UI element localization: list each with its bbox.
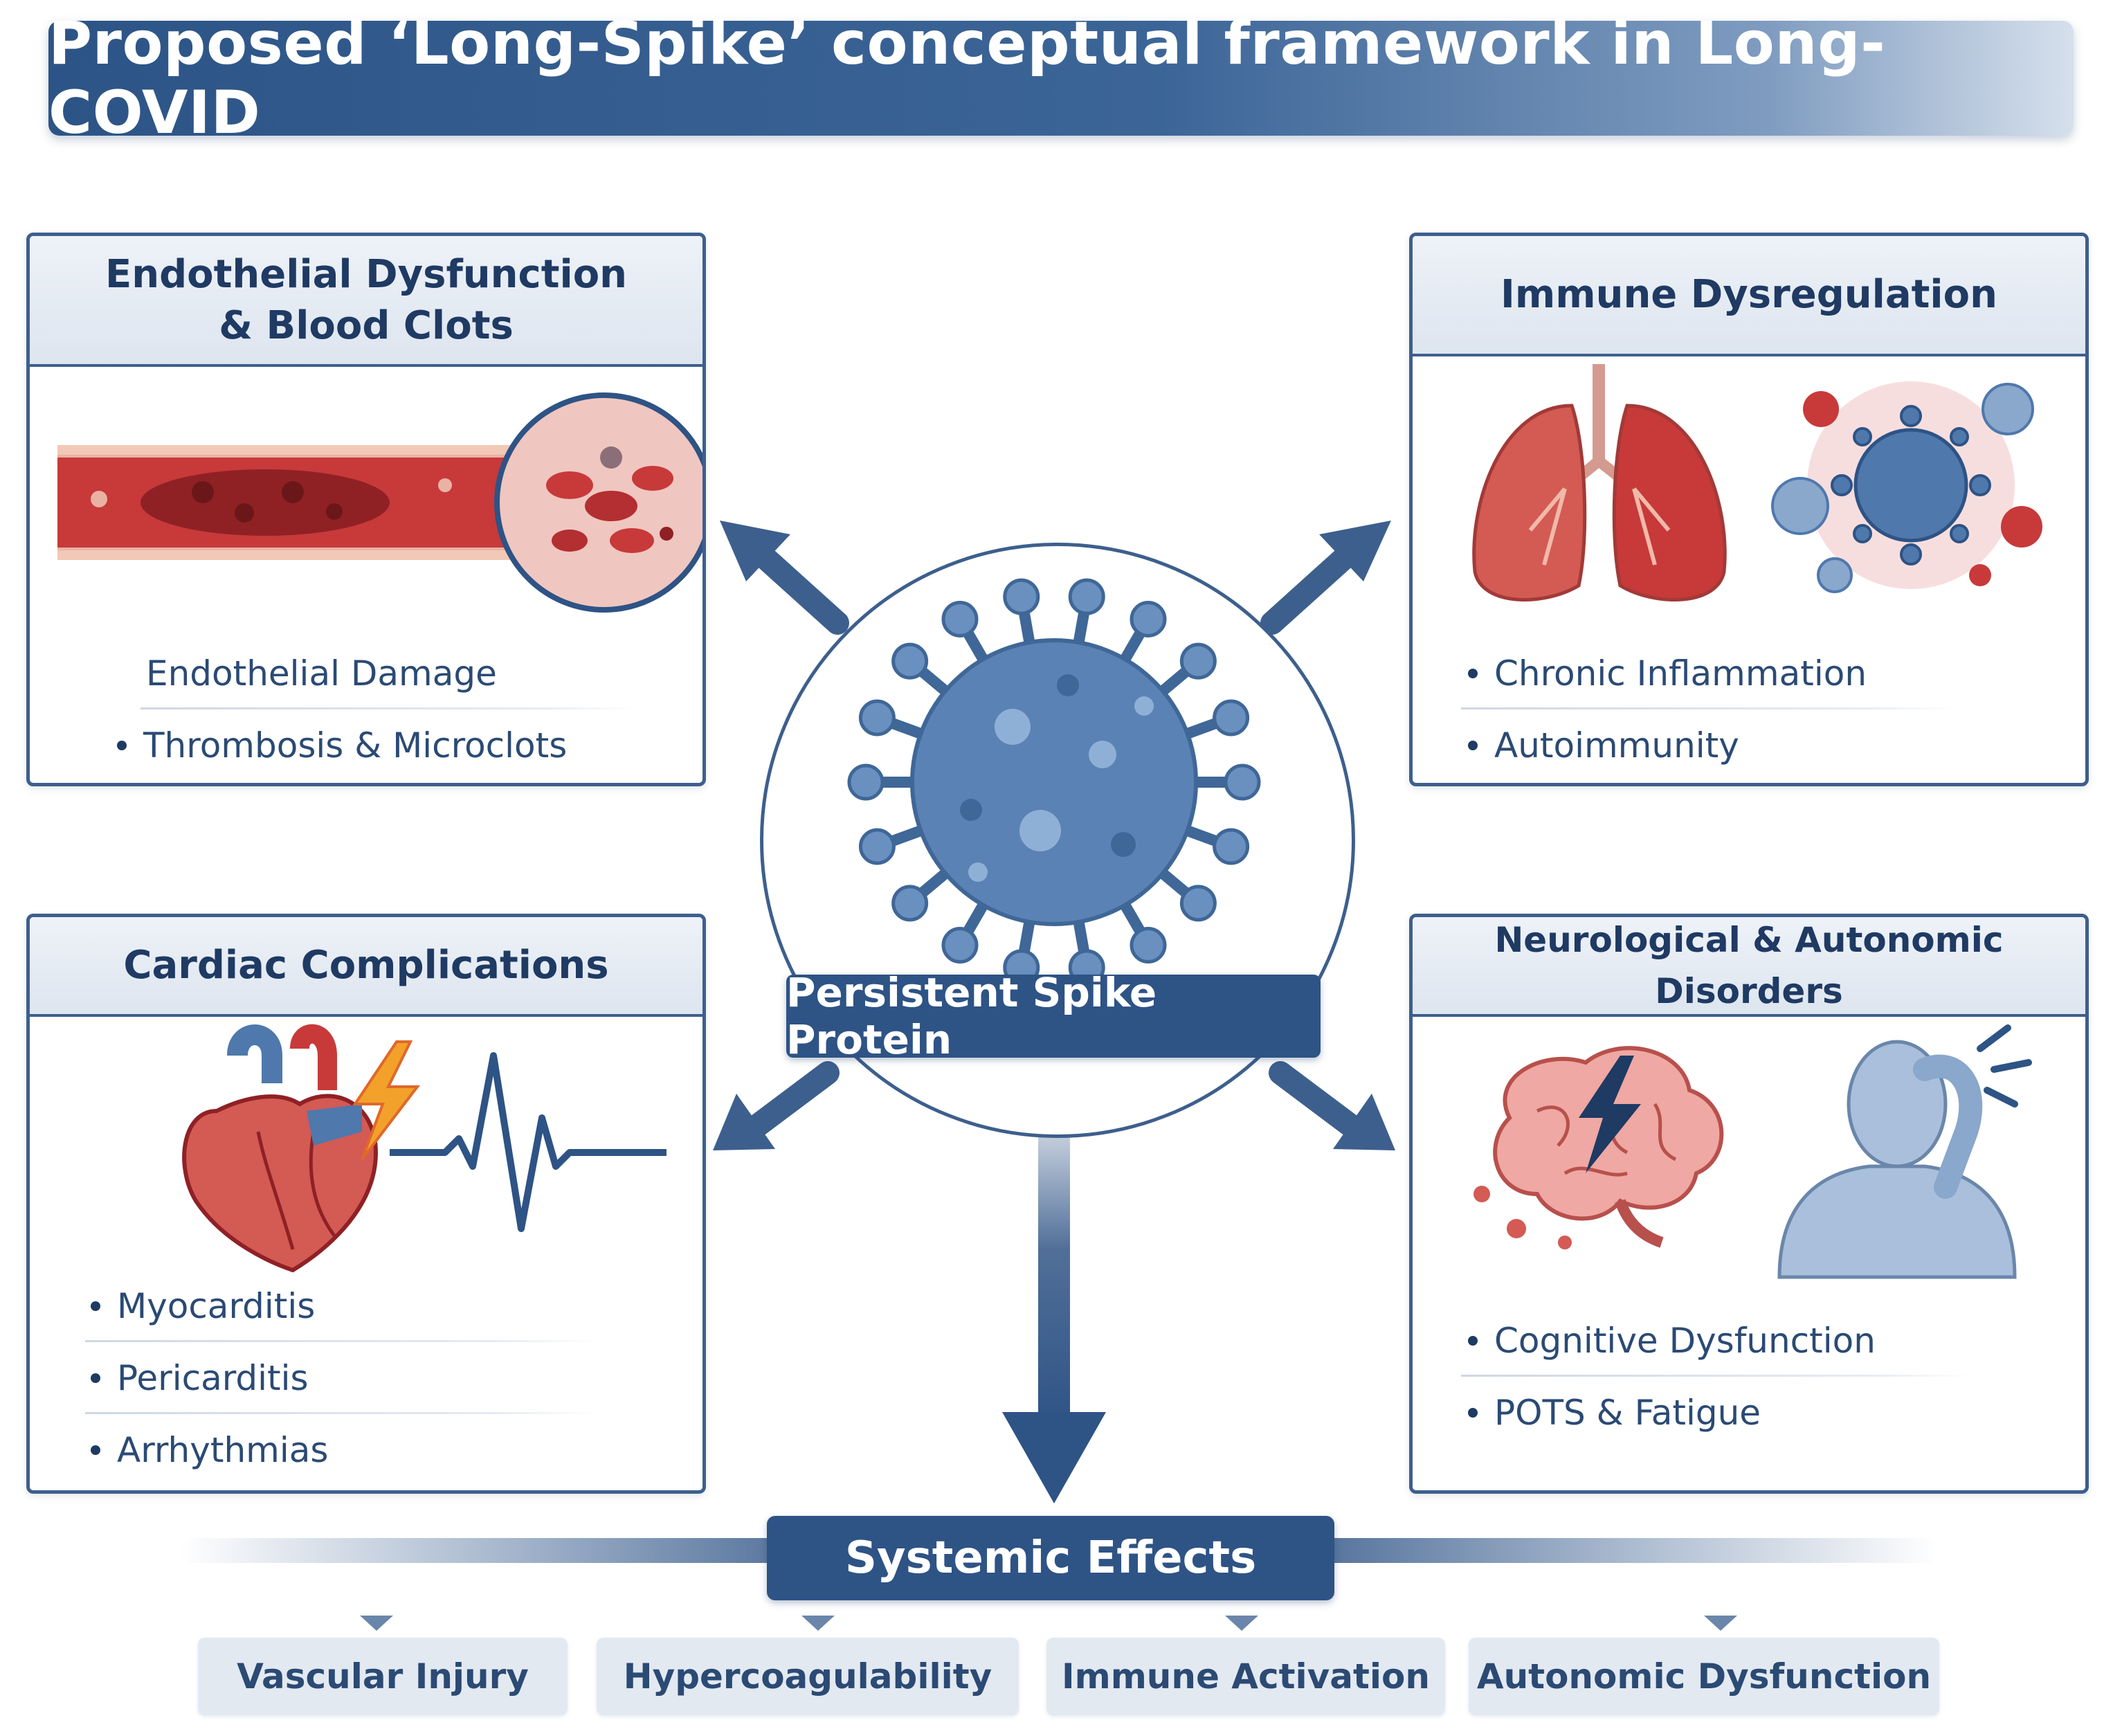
panel-neuro-title: Neurological & Autonomic Disorders xyxy=(1494,920,2004,1011)
arrow-to-endothelial xyxy=(720,521,849,635)
panel-immune: Immune Dysregulation xyxy=(1409,233,2089,786)
arrow-to-cardiac xyxy=(713,1061,840,1150)
arrow-to-immune xyxy=(1260,521,1391,635)
panel-immune-title: Immune Dysregulation xyxy=(1500,272,1997,317)
chevron-down-icon xyxy=(801,1616,835,1631)
divider xyxy=(85,1412,597,1414)
list-item-text: Chronic Inflammation xyxy=(1494,653,1867,694)
panel-endothelial-list: Endothelial Damage Thrombosis & Microclo… xyxy=(30,638,702,781)
arrow-to-neuro xyxy=(1269,1061,1395,1150)
list-item: Arrhythmias xyxy=(30,1414,702,1486)
panel-cardiac-list: Myocarditis Pericarditis Arrhythmias xyxy=(30,1270,702,1486)
list-item: Pericarditis xyxy=(30,1342,702,1414)
list-item-text: Endothelial Damage xyxy=(146,653,497,694)
lungs-icon xyxy=(1472,364,1727,602)
panel-endothelial: Endothelial Dysfunction & Blood Clots xyxy=(26,233,706,786)
list-item: Cognitive Dysfunction xyxy=(1413,1305,2085,1377)
bullet-icon xyxy=(117,741,127,750)
ecg-icon xyxy=(390,1052,666,1232)
list-item-text: Arrhythmias xyxy=(117,1430,329,1470)
list-item-text: Myocarditis xyxy=(117,1286,316,1326)
chevron-down-icon xyxy=(1225,1616,1258,1631)
systemic-effects-label: Systemic Effects xyxy=(767,1516,1334,1600)
bullet-icon xyxy=(91,1301,100,1311)
title-banner: Proposed ‘Long-Spike’ conceptual framewo… xyxy=(48,9,2074,147)
list-item: POTS & Fatigue xyxy=(1413,1377,2085,1449)
panel-endothelial-title: Endothelial Dysfunction & Blood Clots xyxy=(105,249,627,352)
list-item: Autoimmunity xyxy=(1413,709,2085,781)
panel-immune-header: Immune Dysregulation xyxy=(1413,236,2085,356)
list-item-text: Cognitive Dysfunction xyxy=(1494,1321,1876,1361)
bullet-icon xyxy=(91,1373,100,1383)
bullet-icon xyxy=(1468,741,1478,750)
headache-person-icon xyxy=(1777,1024,2032,1279)
effect-hypercoagulability: Hypercoagulability xyxy=(597,1638,1019,1715)
panel-cardiac-title: Cardiac Complications xyxy=(123,943,609,988)
chevron-down-icon xyxy=(1704,1616,1737,1631)
list-item: Myocarditis xyxy=(30,1270,702,1342)
divider xyxy=(85,1340,597,1342)
bullet-icon xyxy=(1468,669,1478,678)
panel-neuro-header: Neurological & Autonomic Disorders xyxy=(1413,917,2085,1017)
divider xyxy=(140,707,639,709)
lightning-icon xyxy=(352,1040,421,1161)
list-item: Endothelial Damage xyxy=(30,638,702,709)
panel-neuro: Neurological & Autonomic Disorders Cogni… xyxy=(1409,914,2089,1494)
panel-endothelial-header: Endothelial Dysfunction & Blood Clots xyxy=(30,236,702,367)
list-item-text: Autoimmunity xyxy=(1494,725,1739,766)
bullet-icon xyxy=(1468,1408,1478,1418)
divider xyxy=(1461,707,1959,709)
effect-autonomic-dysfunction: Autonomic Dysfunction xyxy=(1469,1638,1939,1715)
divider xyxy=(1461,1375,1973,1377)
brain-icon xyxy=(1473,1046,1724,1249)
immune-cells-icon xyxy=(1771,381,2042,593)
effect-immune-activation: Immune Activation xyxy=(1046,1638,1445,1715)
page-title: Proposed ‘Long-Spike’ conceptual framewo… xyxy=(48,9,1886,147)
bullet-icon xyxy=(1468,1336,1478,1346)
persistent-spike-label: Persistent Spike Protein xyxy=(786,969,1321,1063)
blood-vessel-clot-icon xyxy=(57,392,702,613)
panel-endothelial-title-line1: Endothelial Dysfunction xyxy=(105,251,628,297)
panel-cardiac: Cardiac Complications Myocarditis Perica… xyxy=(26,914,706,1494)
arrow-to-systemic xyxy=(1002,1106,1106,1503)
list-item-text: Thrombosis & Microclots xyxy=(143,725,568,766)
panel-endothelial-title-line2: & Blood Clots xyxy=(219,302,514,348)
list-item-text: Pericarditis xyxy=(117,1358,309,1398)
panel-cardiac-header: Cardiac Complications xyxy=(30,917,702,1017)
bullet-icon xyxy=(91,1445,100,1455)
list-item: Thrombosis & Microclots xyxy=(30,709,702,781)
virus-icon xyxy=(847,578,1261,986)
chevron-down-icon xyxy=(360,1616,393,1631)
panel-immune-list: Chronic Inflammation Autoimmunity xyxy=(1413,638,2085,781)
heart-icon xyxy=(182,1024,379,1273)
list-item-text: POTS & Fatigue xyxy=(1494,1393,1761,1433)
panel-neuro-list: Cognitive Dysfunction POTS & Fatigue xyxy=(1413,1305,2085,1449)
effect-vascular-injury: Vascular Injury xyxy=(198,1638,568,1715)
list-item: Chronic Inflammation xyxy=(1413,638,2085,709)
